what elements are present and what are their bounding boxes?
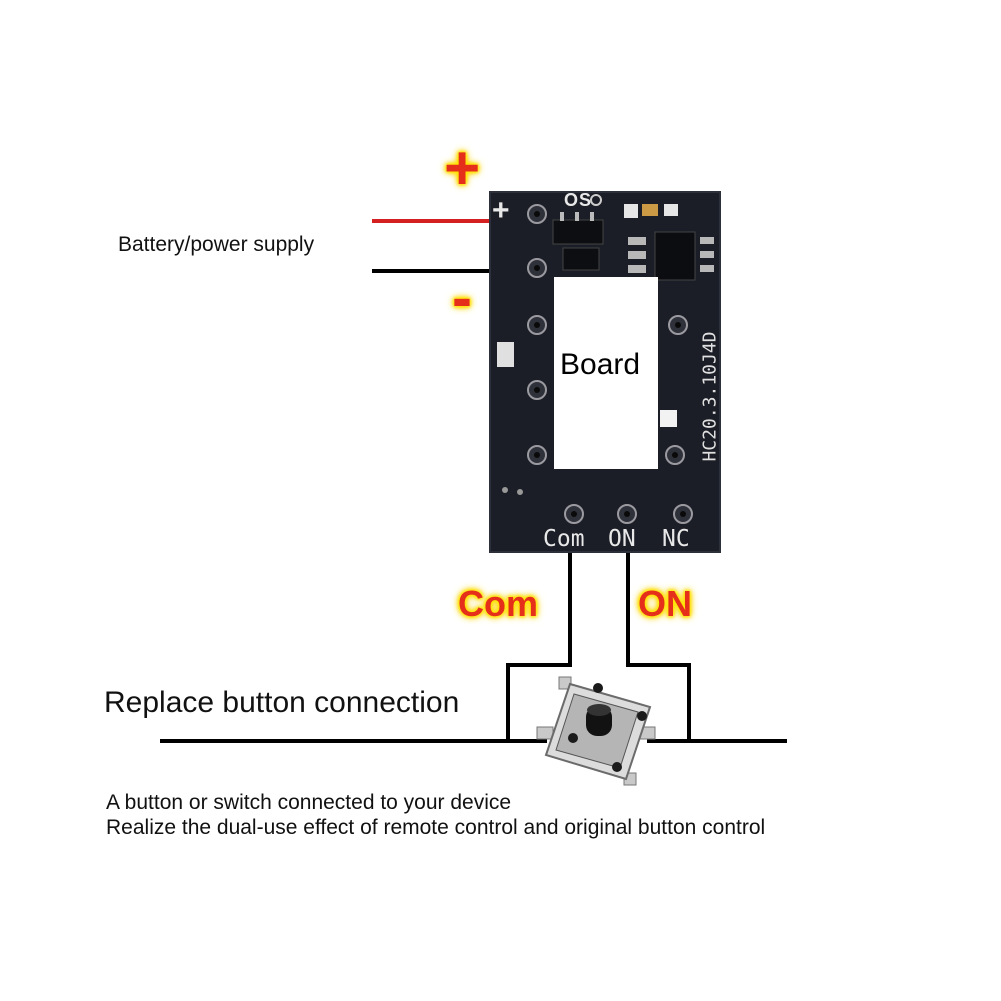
terminal-on-silk: ON [608,526,636,552]
chip-top-left [552,219,604,245]
chip-ic [654,231,696,281]
solder-pads [502,204,693,524]
on-wire-label: ON [638,583,692,624]
battery-label: Battery/power supply [118,233,315,256]
terminal-nc-silk: NC [662,526,690,552]
replace-button-label: Replace button connection [104,686,460,719]
pcb-board [489,191,721,553]
board-label-area [554,277,658,469]
silk-osc: OS [564,190,593,210]
description-line-1: A button or switch connected to your dev… [106,791,512,814]
board-label: Board [560,348,641,381]
button-wires [160,553,787,743]
plus-sign: + [444,134,481,203]
minus-sign: - [452,264,472,331]
board-model-silkscreen: HC20.3.10J4D [699,331,721,462]
com-wire-label: Com [458,583,538,624]
silk-plus: + [492,194,510,227]
tactile-switch [536,676,656,786]
terminal-com-silk: Com [543,526,585,552]
description-line-2: Realize the dual-use effect of remote co… [106,816,766,839]
